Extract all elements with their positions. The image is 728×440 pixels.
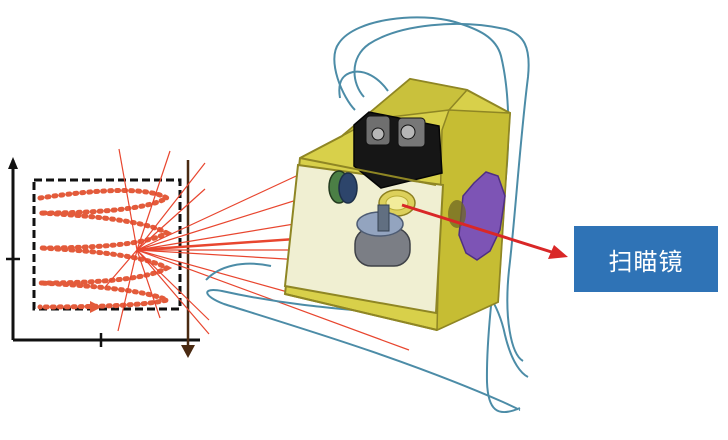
mirror-shaft [377, 204, 390, 232]
scan-zigzag-path [37, 188, 175, 310]
scanner-instrument [283, 70, 512, 332]
scan-mirror-callout-arrow [401, 203, 568, 259]
vertical-axis-arrowhead [8, 157, 18, 169]
scan-direction-arrow [90, 301, 102, 313]
scan-field [6, 157, 200, 358]
housing-edge-bottom [284, 293, 438, 331]
scan-area-box [32, 178, 182, 311]
motor-cable [338, 70, 389, 99]
motor-right-knob [400, 124, 416, 140]
scan-mirror-label-box: 扫瞄镜 [574, 226, 718, 292]
scan-mirror-label: 扫瞄镜 [608, 247, 684, 276]
left-lens [338, 172, 358, 204]
housing-edge-top [299, 157, 437, 186]
motor-left-knob [371, 127, 385, 141]
scan-plane-arrowhead [181, 345, 195, 358]
purple-window [458, 171, 506, 261]
